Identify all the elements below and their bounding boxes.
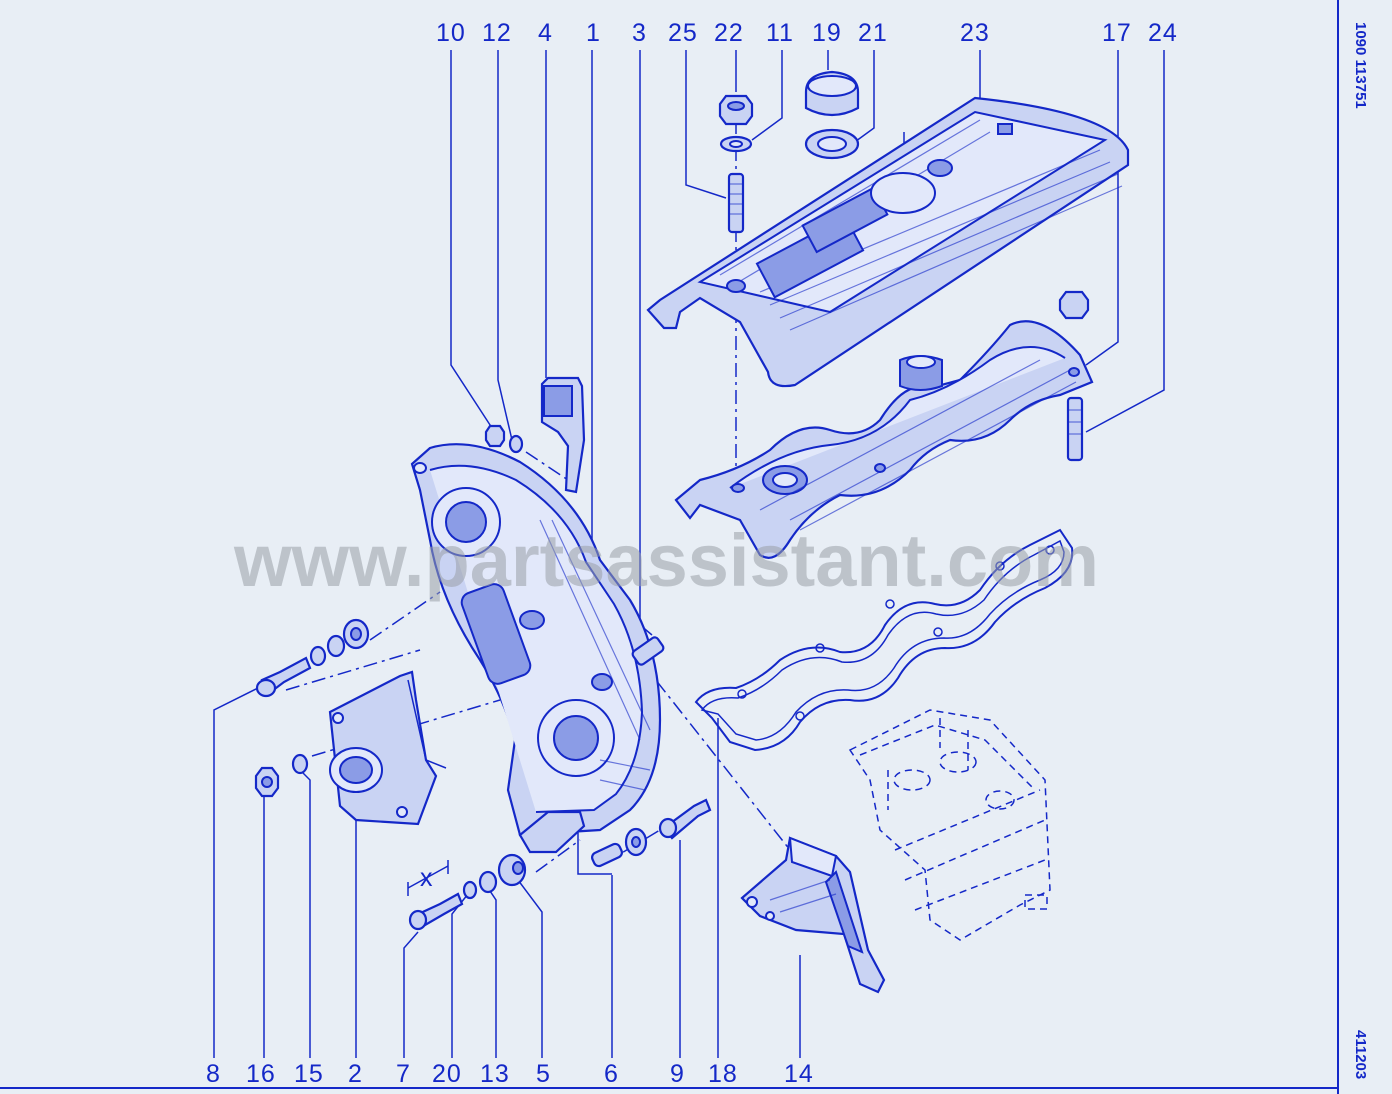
callout-21: 21 [858,19,888,47]
callout-2: 2 [348,1060,363,1088]
cover-nut-and-washer [718,94,754,153]
callout-9: 9 [670,1060,685,1088]
top-callouts: 10 12 4 1 3 25 22 11 19 21 23 17 24 [436,19,1178,47]
cover-bracket [540,376,586,494]
callout-23: 23 [960,19,990,47]
timing-belt-cover [410,443,662,854]
leader-20 [451,893,469,1058]
leader-13 [487,887,497,1058]
callout-1: 1 [586,19,601,47]
callout-22: 22 [714,19,744,47]
leader-7 [403,931,419,1058]
callout-3: 3 [632,19,647,47]
leader-15 [299,769,311,1058]
leader-17 [1085,50,1119,366]
leader-12 [497,50,513,441]
bottom-fasteners: x [407,798,712,931]
leader-21 [851,50,875,145]
callout-17: 17 [1102,19,1132,47]
leader-10 [450,50,493,429]
leader-11 [751,50,783,141]
callout-7: 7 [396,1060,411,1088]
engine-block-outline [848,709,1051,941]
oil-filler-cap [804,70,860,160]
leader-5 [517,879,543,1058]
rocker-cover-gasket [694,528,1074,752]
callout-11: 11 [766,19,794,47]
callout-15: 15 [294,1060,324,1088]
callout-24: 24 [1148,19,1178,47]
side-code-bottom: 411203 [1352,1030,1369,1079]
callout-4: 4 [538,19,553,47]
bottom-callouts: 8 16 15 2 7 20 13 5 6 9 18 14 [206,1060,814,1088]
top-leader-lines [450,50,1165,636]
callout-13: 13 [480,1060,510,1088]
mounting-bracket [740,836,886,994]
callout-14: 14 [784,1060,814,1088]
bracket-nut-and-washer [484,424,524,454]
cover-dowel [631,636,665,666]
leader-8 [213,687,259,1058]
side-code-top: 1090 113751 [1352,22,1369,109]
callout-10: 10 [436,19,466,47]
lower-cover-plate [328,670,447,826]
cover-stud [727,172,745,234]
left-fasteners [254,618,370,798]
leader-25 [685,50,727,199]
callout-12: 12 [482,19,512,47]
callout-18: 18 [708,1060,738,1088]
rocker-cover-body [674,320,1094,559]
callout-19: 19 [812,19,842,47]
rocker-nut-and-stud [1058,290,1090,462]
dimension-x-label: x [420,864,434,892]
rocker-cover-shroud [646,96,1130,388]
callout-20: 20 [432,1060,462,1088]
callout-25: 25 [668,19,698,47]
watermark-text: www.partsassistant.com [233,519,1099,602]
callout-16: 16 [246,1060,276,1088]
leader-24 [1085,50,1165,433]
callout-6: 6 [604,1060,619,1088]
callout-8: 8 [206,1060,221,1088]
callout-5: 5 [536,1060,551,1088]
